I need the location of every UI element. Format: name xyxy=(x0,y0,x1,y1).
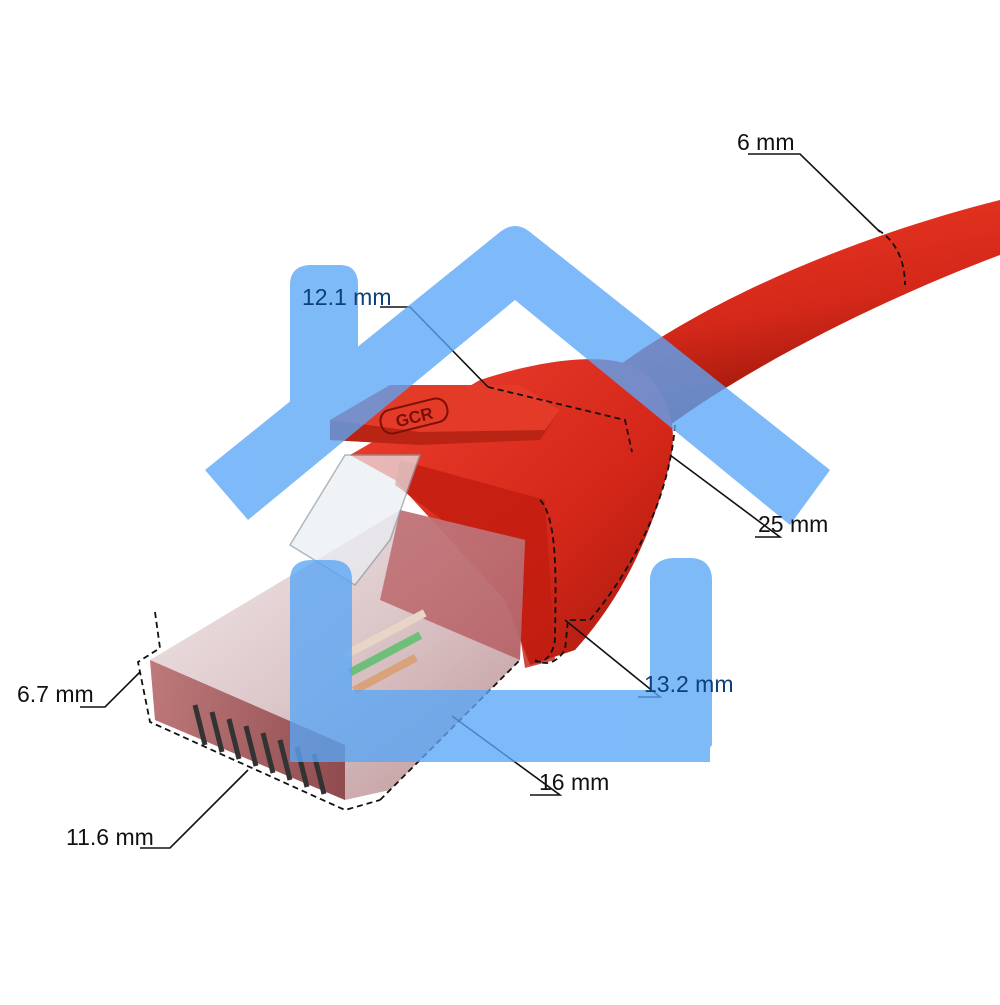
home-icon xyxy=(205,226,830,762)
dimension-label-boot-length: 25 mm xyxy=(758,511,829,537)
dimension-label-plug-length: 16 mm xyxy=(539,769,610,795)
connector-boot: GCR xyxy=(330,359,673,668)
dimension-label-plug-width: 11.6 mm xyxy=(66,824,154,850)
dimension-label-boot-width: 13.2 mm xyxy=(644,671,734,697)
wire-bundle xyxy=(343,609,427,694)
dimension-label-plug-height: 6.7 mm xyxy=(17,681,94,707)
dimension-label-cable-diameter: 6 mm xyxy=(737,129,795,155)
dimension-label-boot-height: 12.1 mm xyxy=(302,284,392,310)
dimension-outlines xyxy=(136,229,906,811)
